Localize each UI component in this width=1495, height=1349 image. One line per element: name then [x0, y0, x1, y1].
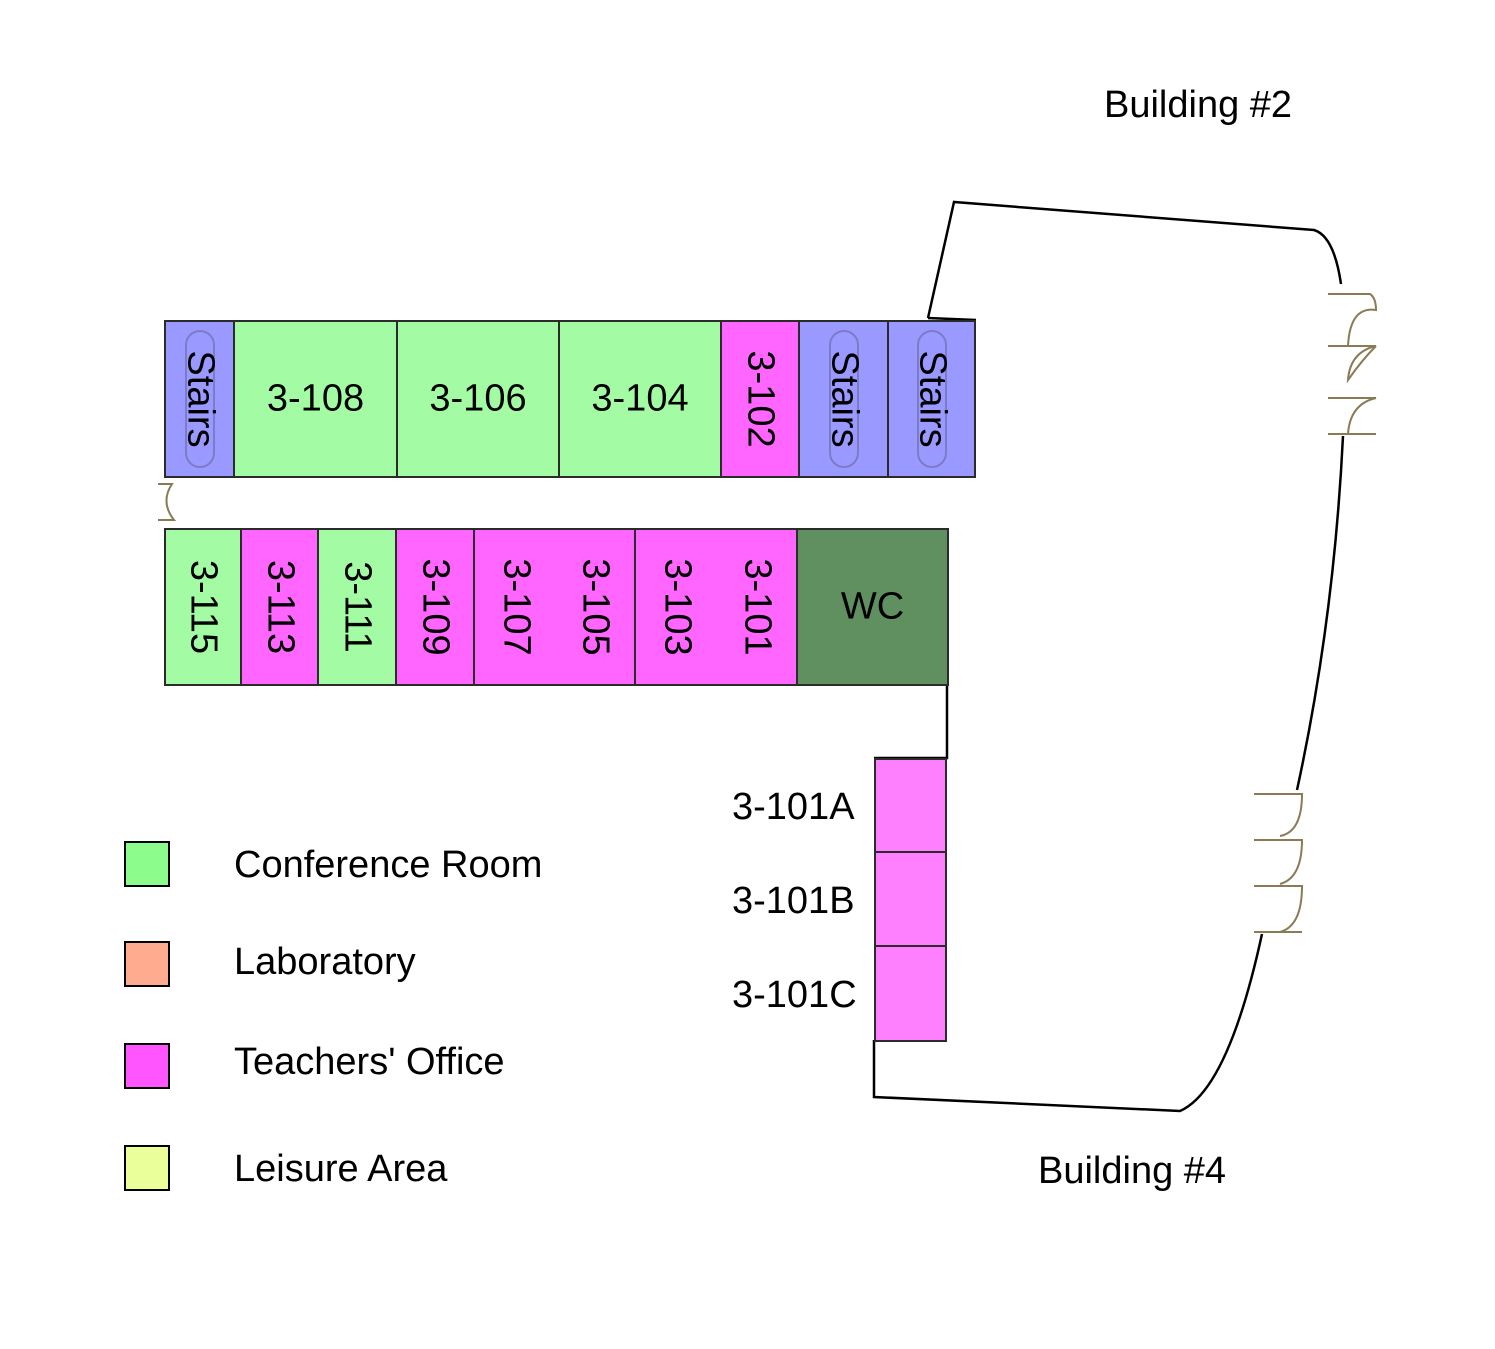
room-3-101b-label: 3-101B [732, 880, 855, 922]
room-3-104[interactable]: 3-104 [558, 320, 722, 478]
bridge-connector-south [1254, 793, 1304, 933]
room-3-101c-label: 3-101C [732, 974, 857, 1016]
stair-rail-icon [184, 330, 215, 468]
room-3-101c[interactable] [874, 945, 947, 1042]
annex-connector [874, 686, 949, 760]
legend-label-laboratory: Laboratory [234, 941, 416, 983]
legend-swatch-laboratory [124, 941, 170, 987]
bridge-connector-east [1328, 293, 1378, 435]
legend-swatch-teachers-office [124, 1043, 170, 1089]
legend-swatch-conference [124, 841, 170, 887]
stairs-north-east[interactable]: Stairs [887, 320, 976, 478]
building-4-label: Building #4 [1038, 1150, 1227, 1192]
legend-swatch-leisure [124, 1145, 170, 1191]
bridge-connector-west [158, 483, 177, 521]
building-2-label: Building #2 [1104, 84, 1293, 126]
room-3-109[interactable]: 3-109 [395, 528, 475, 686]
room-3-101a[interactable] [874, 758, 947, 853]
corridor-south-edge [872, 933, 1264, 1113]
room-3-101b[interactable] [874, 851, 947, 947]
corridor-east-edge [1295, 435, 1345, 791]
legend-label-teachers-office: Teachers' Office [234, 1041, 505, 1083]
stairs-north-center[interactable]: Stairs [798, 320, 889, 478]
room-3-106[interactable]: 3-106 [396, 320, 560, 478]
corridor-north-edge [926, 200, 1343, 319]
stairs-north-west[interactable]: Stairs [164, 320, 235, 478]
room-3-113[interactable]: 3-113 [240, 528, 319, 686]
room-3-107[interactable]: 3-107 [473, 528, 558, 686]
stair-rail-icon [916, 330, 947, 468]
north-wing-top-edge [927, 316, 977, 322]
room-3-108[interactable]: 3-108 [233, 320, 398, 478]
room-3-115[interactable]: 3-115 [164, 528, 242, 686]
room-3-101[interactable]: 3-101 [718, 528, 798, 686]
legend-label-leisure: Leisure Area [234, 1148, 448, 1190]
room-3-102[interactable]: 3-102 [720, 320, 800, 478]
room-wc[interactable]: WC [796, 528, 949, 686]
legend-label-conference: Conference Room [234, 844, 543, 886]
room-3-103[interactable]: 3-103 [634, 528, 720, 686]
stair-rail-icon [828, 330, 859, 468]
room-3-111[interactable]: 3-111 [317, 528, 397, 686]
room-3-101a-label: 3-101A [732, 786, 855, 828]
room-3-105[interactable]: 3-105 [556, 528, 636, 686]
